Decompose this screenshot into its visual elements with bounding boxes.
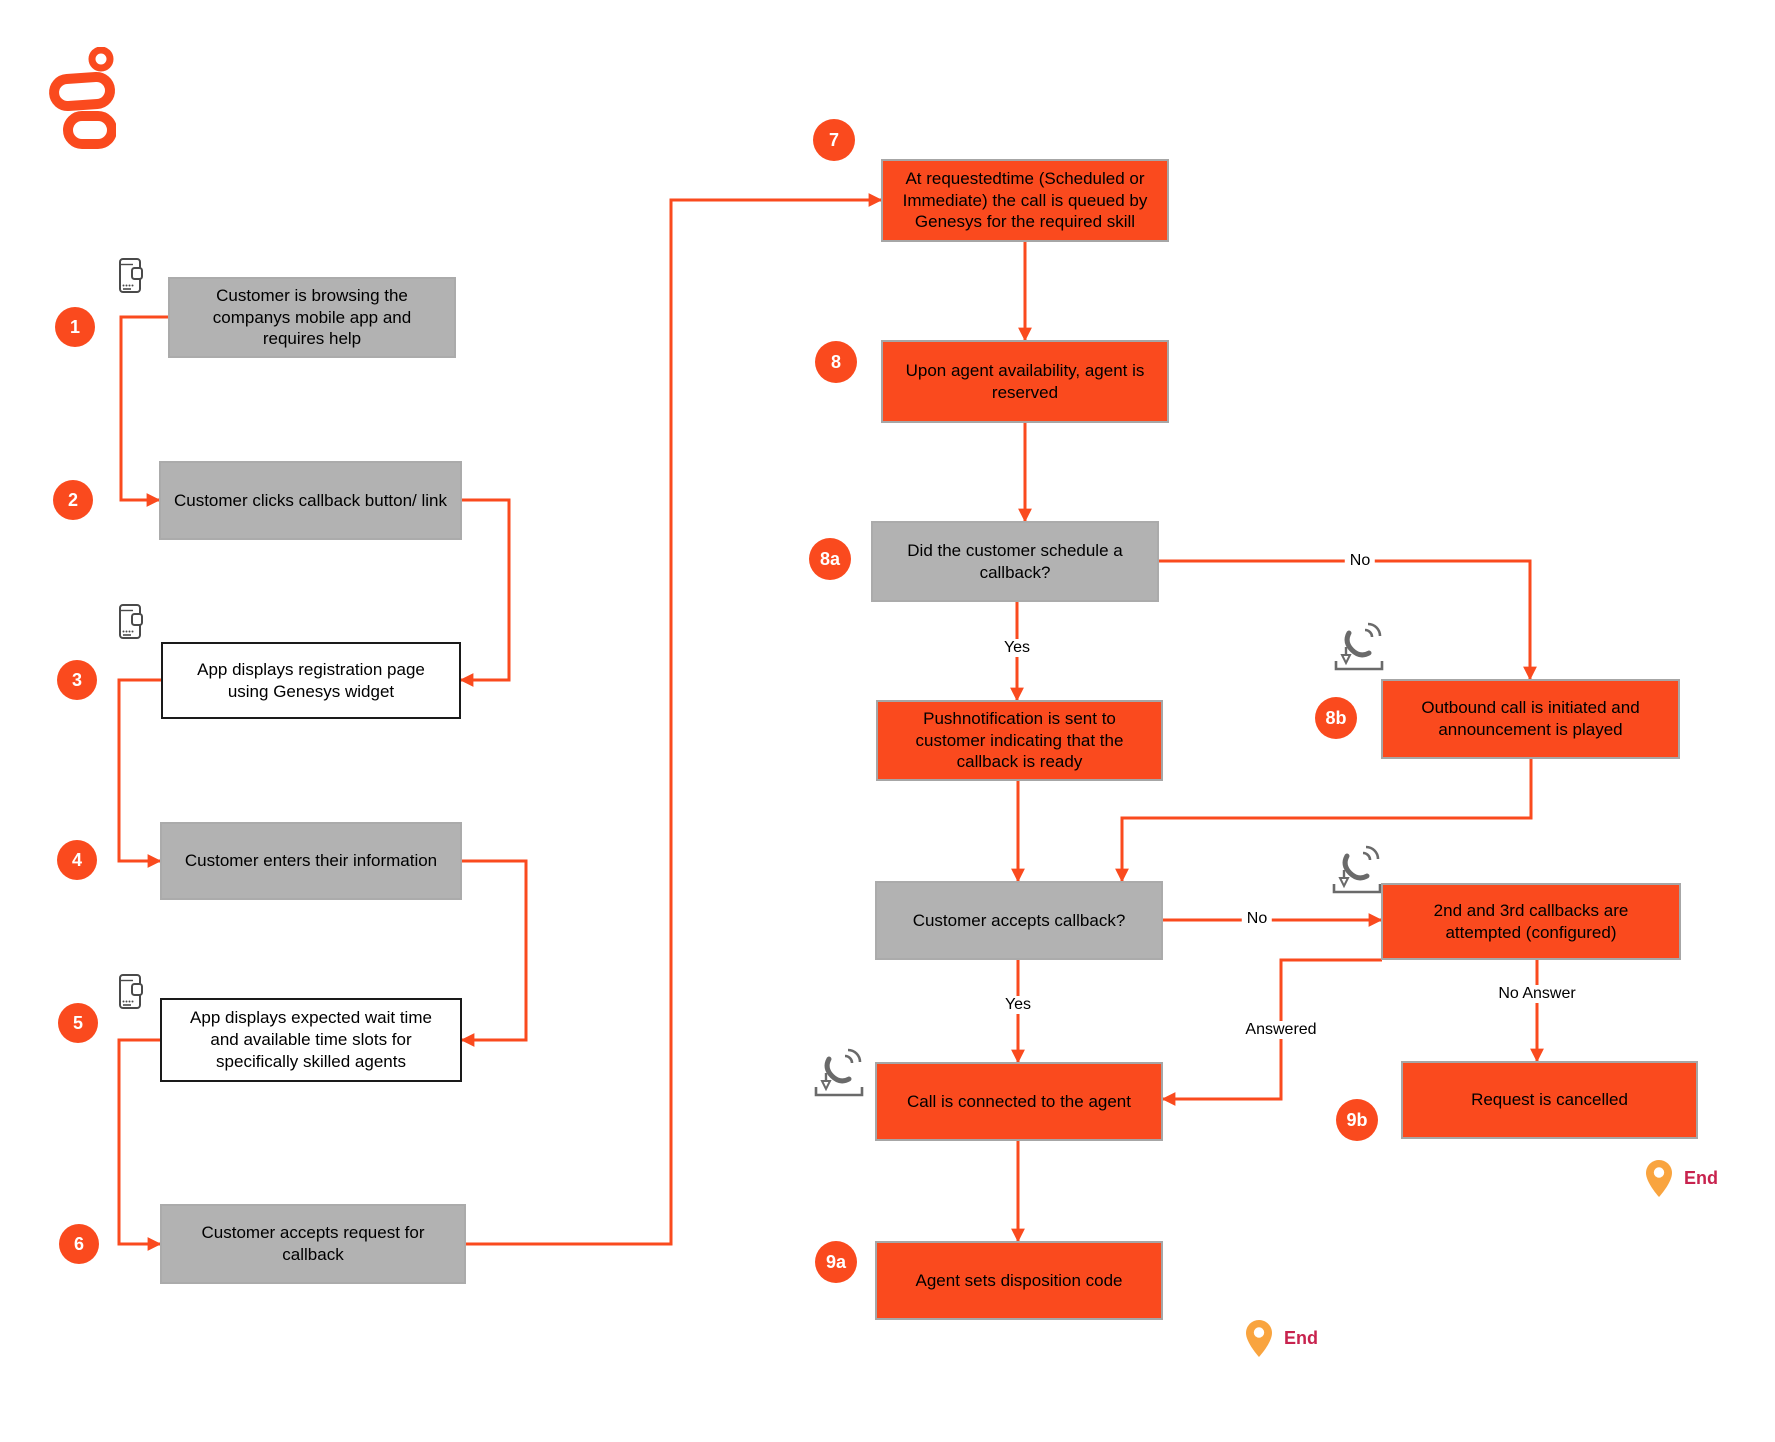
- node-label: Call is connected to the agent: [907, 1091, 1131, 1111]
- node-call-connected: Call is connected to the agent: [875, 1062, 1163, 1141]
- node-agent-reserved: Upon agent availability, agent is reserv…: [881, 340, 1169, 423]
- node-label: Pushnotification is sent to customer ind…: [915, 708, 1124, 772]
- outbound-call-icon: [1334, 622, 1384, 671]
- node-disposition-code: Agent sets disposition code: [875, 1241, 1163, 1320]
- node-registration-page: App displays registration page using Gen…: [161, 642, 461, 719]
- edge-label-no-answer: No Answer: [1493, 985, 1581, 1003]
- node-label: App displays expected wait time and avai…: [190, 1008, 432, 1071]
- step-badge-7: 7: [813, 119, 855, 161]
- edge-label-yes: Yes: [998, 639, 1036, 657]
- step-badge-5: 5: [58, 1003, 98, 1043]
- node-enters-information: Customer enters their information: [160, 822, 462, 900]
- node-schedule-question: Did the customer schedule a callback?: [871, 521, 1159, 602]
- node-label: Outbound call is initiated and announcem…: [1421, 698, 1640, 739]
- node-clicks-callback: Customer clicks callback button/ link: [159, 461, 462, 540]
- step-badge-8: 8: [815, 341, 857, 383]
- step-badge-8b: 8b: [1315, 697, 1357, 739]
- node-label: At requestedtime (Scheduled or Immediate…: [902, 168, 1148, 232]
- node-accepts-request: Customer accepts request for callback: [160, 1204, 466, 1284]
- end-label: End: [1684, 1168, 1718, 1188]
- node-label: Customer enters their information: [184, 851, 438, 871]
- node-label: Did the customer schedule a callback?: [907, 540, 1123, 582]
- step-badge-9b: 9b: [1336, 1099, 1378, 1141]
- genesys-logo: [49, 47, 116, 149]
- step-badge-3: 3: [57, 660, 97, 700]
- node-push-notification: Pushnotification is sent to customer ind…: [876, 700, 1163, 781]
- mobile-app-icon: [119, 974, 143, 1009]
- node-label: Customer accepts request for callback: [201, 1223, 425, 1264]
- node-label: Customer accepts callback?: [912, 910, 1126, 930]
- step-badge-8a: 8a: [809, 538, 851, 580]
- node-label: Customer clicks callback button/ link: [173, 490, 448, 510]
- mobile-app-icon: [119, 604, 143, 639]
- step-badge-9a: 9a: [815, 1241, 857, 1283]
- step-badge-1: 1: [55, 307, 95, 347]
- edge-label-answered: Answered: [1240, 1021, 1322, 1039]
- mobile-app-icon: [119, 258, 143, 293]
- node-expected-wait-time: App displays expected wait time and avai…: [160, 998, 462, 1082]
- node-outbound-call: Outbound call is initiated and announcem…: [1381, 679, 1680, 759]
- step-badge-6: 6: [59, 1224, 99, 1264]
- node-accepts-callback: Customer accepts callback?: [875, 881, 1163, 960]
- edge-label-no: No: [1241, 910, 1273, 928]
- edge-label-yes: Yes: [999, 996, 1037, 1014]
- outbound-call-icon: [814, 1048, 864, 1097]
- node-label: Customer is browsing the companys mobile…: [212, 285, 412, 349]
- node-label: App displays registration page using Gen…: [197, 659, 425, 701]
- node-label: Request is cancelled: [1471, 1090, 1628, 1110]
- edge-label-no: No: [1344, 552, 1376, 570]
- location-pin-icon: [1246, 1320, 1272, 1357]
- node-call-queued: At requestedtime (Scheduled or Immediate…: [881, 159, 1169, 242]
- end-marker: End: [1246, 1320, 1318, 1357]
- node-label: Upon agent availability, agent is reserv…: [905, 360, 1145, 402]
- node-label: 2nd and 3rd callbacks are attempted (con…: [1433, 900, 1629, 942]
- step-badge-2: 2: [53, 480, 93, 520]
- node-request-cancelled: Request is cancelled: [1401, 1061, 1698, 1139]
- outbound-call-icon: [1332, 845, 1382, 894]
- node-retry-callbacks: 2nd and 3rd callbacks are attempted (con…: [1381, 883, 1681, 960]
- node-customer-browsing: Customer is browsing the companys mobile…: [168, 277, 456, 358]
- location-pin-icon: [1646, 1160, 1672, 1197]
- end-marker: End: [1646, 1160, 1718, 1197]
- step-badge-4: 4: [57, 840, 97, 880]
- node-label: Agent sets disposition code: [915, 1270, 1123, 1290]
- end-label: End: [1284, 1328, 1318, 1348]
